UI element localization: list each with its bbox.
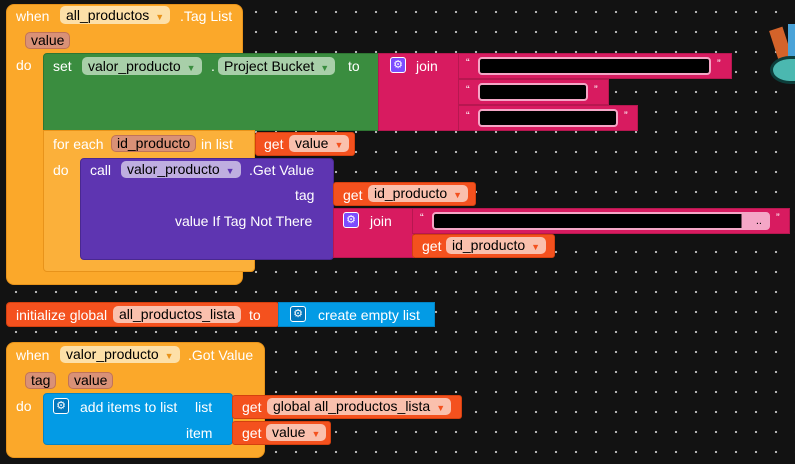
event-name: .Tag List [180,8,233,24]
close-quote: ” [594,84,598,96]
chevron-down-icon: ▼ [155,12,165,22]
do-label: do [16,57,32,73]
chevron-down-icon: ▼ [320,63,330,73]
var-name: id_producto [452,237,526,253]
to-label: to [249,307,261,323]
when-label: when [16,8,50,24]
add-items-label: add items to list [80,399,178,415]
create-list-label: create empty list [318,307,420,323]
get-label: get [343,187,363,203]
in-list-label: in list [201,136,233,152]
chevron-down-icon: ▼ [436,403,446,413]
component-name: valor_producto [66,346,159,362]
list-socket-label: list [195,399,213,415]
open-quote: “ [420,212,424,224]
gear-icon[interactable]: ⚙ [343,212,359,228]
tag-socket-label: tag [295,187,315,203]
dot: . [211,58,215,74]
get-var-dropdown[interactable]: global all_productos_lista ▼ [267,398,452,415]
property-dropdown[interactable]: Project Bucket ▼ [218,57,336,75]
text-value: .. [755,215,762,227]
call-label: call [90,162,112,178]
when-label: when [16,347,50,363]
chevron-down-icon: ▼ [531,242,541,252]
add-items-block[interactable] [43,393,233,445]
global-name-field[interactable]: all_productos_lista [113,306,241,323]
get-label: get [242,425,262,441]
close-quote: ” [624,110,628,122]
join-label: join [370,213,392,229]
text-field-redacted[interactable] [478,109,618,127]
chevron-down-icon: ▼ [186,63,196,73]
gear-icon[interactable]: ⚙ [290,306,306,322]
text-field-redacted[interactable] [478,83,588,101]
method-name: .Get Value [249,162,315,178]
component-dropdown[interactable]: valor_producto ▼ [60,346,180,363]
chevron-down-icon: ▼ [225,166,235,176]
var-name: global all_productos_lista [273,398,431,414]
component-dropdown[interactable]: all_productos ▼ [60,6,171,24]
default-socket-label: value If Tag Not There [175,213,313,229]
init-label: initialize global [16,307,108,323]
var-name: value [272,424,306,440]
gear-icon[interactable]: ⚙ [53,398,69,414]
trash-can-icon[interactable] [768,22,795,92]
join-label: join [416,58,438,74]
get-label: get [422,238,442,254]
param-tag[interactable]: tag [25,372,57,389]
open-quote: “ [466,84,470,96]
close-quote: ” [717,58,721,70]
get-var-dropdown[interactable]: value ▼ [289,135,350,152]
close-quote: ” [776,212,780,224]
gear-icon[interactable]: ⚙ [390,57,406,73]
open-quote: “ [466,57,470,69]
to-label: to [348,58,360,74]
property-name: Project Bucket [224,58,315,74]
get-var-dropdown[interactable]: id_producto ▼ [368,185,469,202]
component-name: valor_producto [127,161,220,177]
chevron-down-icon: ▼ [334,140,344,150]
chevron-down-icon: ▼ [311,429,321,439]
for-each-label: for each [53,136,104,152]
get-var-dropdown[interactable]: value ▼ [266,424,327,441]
set-component-dropdown[interactable]: valor_producto ▼ [82,57,202,75]
call-component-dropdown[interactable]: valor_producto ▼ [121,161,241,178]
text-field-redacted[interactable]: .. [432,212,770,230]
param-value[interactable]: value [25,32,71,49]
item-socket-label: item [186,425,213,441]
chevron-down-icon: ▼ [164,351,174,361]
var-name: id_producto [374,185,448,201]
get-var-dropdown[interactable]: id_producto ▼ [446,237,547,254]
component-name: valor_producto [88,58,181,74]
do-label: do [53,162,69,178]
get-label: get [264,136,284,152]
event-name: .Got Value [188,347,254,363]
loop-var[interactable]: id_producto [111,135,197,152]
chevron-down-icon: ▼ [453,190,463,200]
do-label: do [16,398,32,414]
set-label: set [53,58,72,74]
get-label: get [242,399,262,415]
var-name: value [295,135,329,151]
param-value[interactable]: value [68,372,114,389]
open-quote: “ [466,110,470,122]
component-name: all_productos [66,7,150,23]
text-field-redacted[interactable] [478,57,711,75]
